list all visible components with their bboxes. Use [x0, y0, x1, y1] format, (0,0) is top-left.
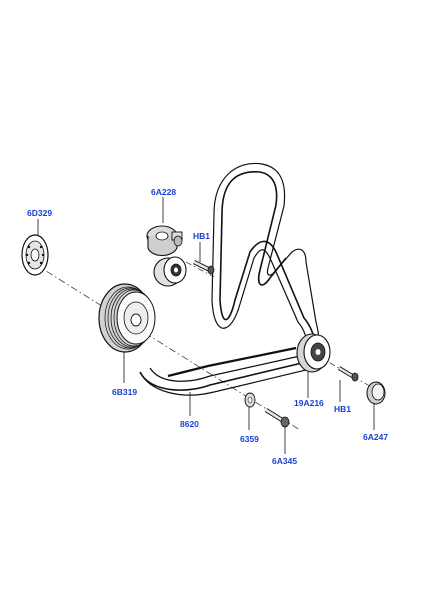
assembly-axis-line — [21, 255, 301, 431]
idler-pulley-part — [296, 333, 331, 373]
callout-dust-cap[interactable]: 6A247 — [363, 432, 389, 442]
idler-bolt-part — [337, 366, 359, 382]
damper-plate-part — [21, 234, 49, 276]
tensioner-bolt-part — [193, 260, 215, 275]
callout-pulley-bolt[interactable]: 6A345 — [272, 456, 298, 466]
callout-washer[interactable]: 6359 — [240, 434, 259, 444]
callout-belt[interactable]: 8620 — [180, 419, 199, 429]
callout-damper-plate[interactable]: 6D329 — [27, 208, 53, 218]
idler-axis-line — [185, 261, 381, 393]
callout-tensioner-bolt[interactable]: HB1 — [193, 231, 211, 241]
tensioner-part — [146, 225, 187, 287]
callout-tensioner[interactable]: 6A228 — [151, 187, 177, 197]
pulley-bolt-part — [264, 408, 290, 428]
callout-idler-pulley[interactable]: 19A216 — [294, 398, 324, 408]
crank-pulley-part — [98, 283, 156, 353]
washer-part — [244, 392, 256, 408]
callout-idler-bolt[interactable]: HB1 — [334, 404, 352, 414]
dust-cap-part — [366, 381, 386, 405]
callout-crank-pulley[interactable]: 6B319 — [112, 387, 138, 397]
leader-lines — [37, 197, 375, 454]
